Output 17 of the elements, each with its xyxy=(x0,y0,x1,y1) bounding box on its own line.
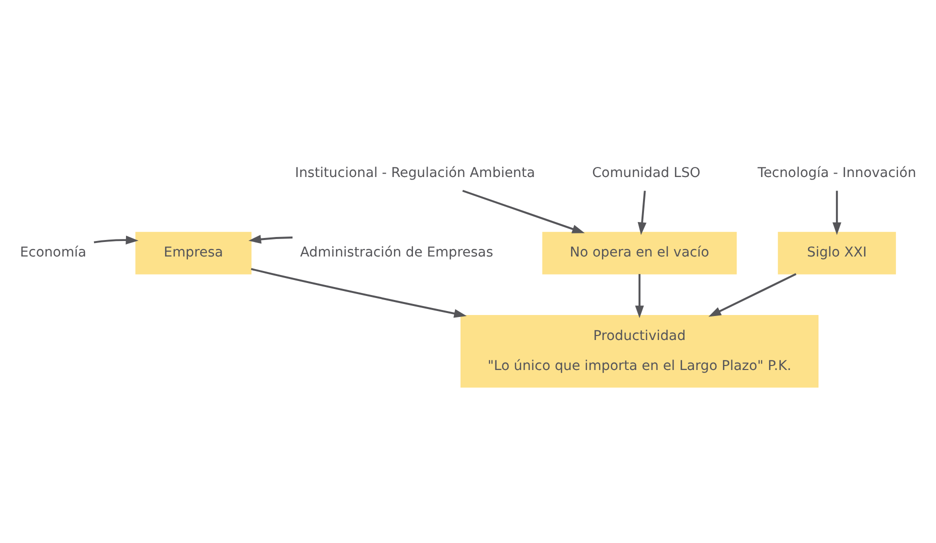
arrow xyxy=(832,190,842,235)
node-text: Institucional - Regulación Ambienta xyxy=(294,164,536,181)
arrow xyxy=(635,274,644,318)
node-text: Tecnología - Innovación xyxy=(758,164,916,181)
arrow xyxy=(708,273,796,317)
arrow xyxy=(462,190,585,234)
node-text: Economía xyxy=(20,244,86,261)
node-box: No opera en el vacío xyxy=(542,232,737,274)
node-text: Comunidad LSO xyxy=(592,164,700,181)
arrow xyxy=(248,234,293,244)
node-box: Empresa xyxy=(135,232,252,274)
arrow xyxy=(250,268,467,318)
arrow xyxy=(638,190,646,235)
node-box: Siglo XXI xyxy=(778,232,896,274)
arrow xyxy=(94,236,138,244)
node-text: Administración de Empresas xyxy=(300,244,494,261)
node-box: Productividad "Lo único que importa en el Largo Plazo" P.K. xyxy=(460,315,819,388)
